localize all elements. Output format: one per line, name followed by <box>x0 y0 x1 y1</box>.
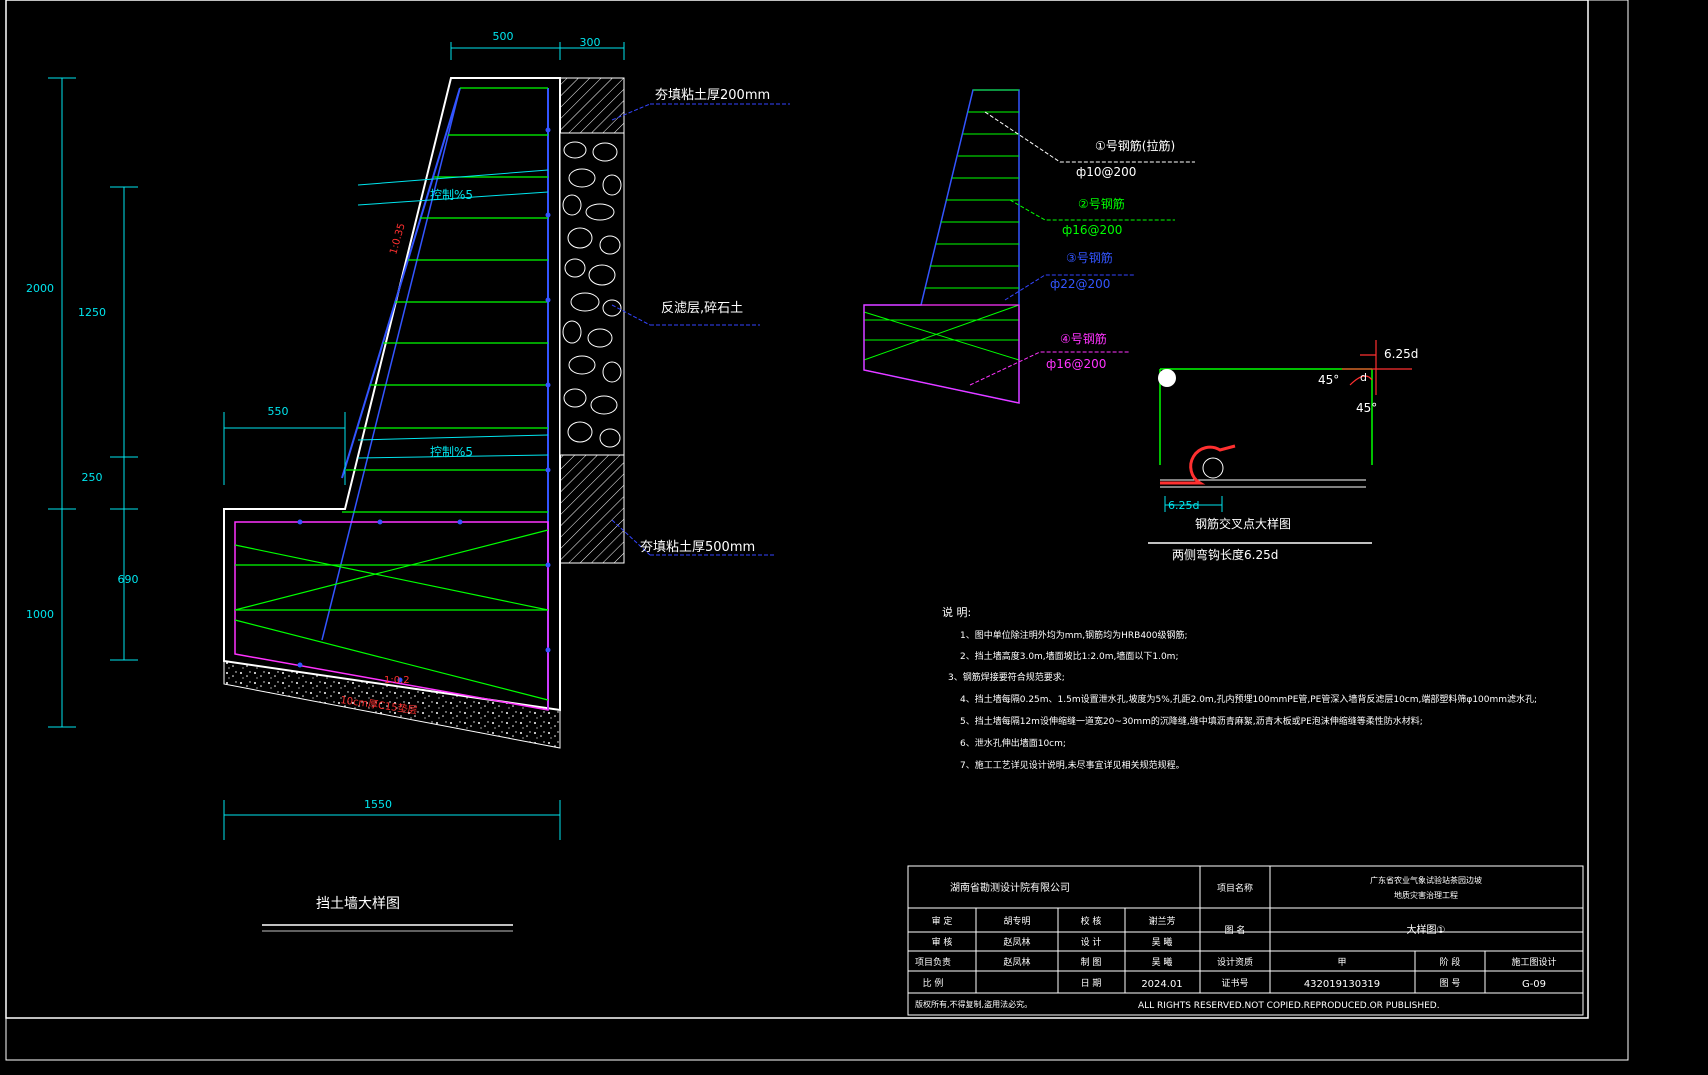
tb-cert-value: 432019130319 <box>1304 979 1380 990</box>
wall-detail-title: 挡土墙大样图 <box>316 896 400 912</box>
tb-r1-role-b: 校 核 <box>1081 915 1102 927</box>
rebar-outer-face <box>341 87 461 479</box>
tb-r2-role-b: 设 计 <box>1081 936 1102 948</box>
bar3-name: ③号钢筋 <box>1066 250 1113 265</box>
label-leaders <box>611 103 790 556</box>
hook-curve <box>1160 444 1236 485</box>
note-item-3: 3、钢筋焊接要符合规范要求; <box>948 671 1065 683</box>
tb-r1-name-a: 胡专明 <box>1003 915 1030 927</box>
joint-angle-b: 45° <box>1356 401 1377 415</box>
rebar-stem-outline <box>863 89 1020 404</box>
joint-detail: 6.25d 6.25d d 45° 45° 钢筋交叉点大样图 两侧弯钩长度6.2… <box>1148 340 1418 562</box>
dim-550: 550 <box>268 405 289 418</box>
tb-r3-role-b: 制 图 <box>1081 956 1102 968</box>
bar4-name: ④号钢筋 <box>1060 331 1107 346</box>
label-batter: 1:0.35 <box>388 222 407 256</box>
dim-250: 250 <box>82 471 103 484</box>
note-item-6: 6、泄水孔伸出墙面10cm; <box>960 737 1066 749</box>
label-slope-lower: 控制%5 <box>430 445 473 459</box>
notes-heading: 说 明: <box>942 605 971 619</box>
filter-stones <box>562 141 622 448</box>
tb-no-label: 图 号 <box>1440 978 1461 989</box>
tb-r4-role-a: 比 例 <box>923 977 944 989</box>
tb-r2-name-b: 吴 曦 <box>1152 936 1173 948</box>
rebar-base-stirrup <box>863 304 1020 404</box>
rebar-diagonal <box>321 87 461 641</box>
bar2-spec: ф16@200 <box>1062 223 1122 237</box>
tb-qual-value: 甲 <box>1337 957 1346 968</box>
dim-500: 500 <box>493 30 514 43</box>
tb-project-name-2: 地质灾害治理工程 <box>1394 890 1458 900</box>
note-item-1: 1、图中单位除注明外均为mm,钢筋均为HRB400级钢筋; <box>960 629 1188 641</box>
bar1-spec: ф10@200 <box>1076 165 1136 179</box>
tb-drawing-name: 大样图① <box>1407 923 1446 936</box>
tb-r4-role-b: 日 期 <box>1081 978 1102 989</box>
tb-cert-label: 证书号 <box>1221 978 1248 989</box>
dim-2000: 2000 <box>26 282 54 295</box>
label-slope-upper: 控制%5 <box>430 188 473 202</box>
dim-300: 300 <box>580 36 601 49</box>
bar3-spec: ф22@200 <box>1050 277 1110 291</box>
joint-dim-d: d <box>1360 371 1367 384</box>
clay-layer-bottom <box>559 454 625 564</box>
note-item-7: 7、施工工艺详见设计说明,未尽事宜详见相关规范规程。 <box>960 759 1185 771</box>
rebar-leaders <box>969 111 1195 386</box>
bar1-name: ①号钢筋(拉筋) <box>1095 138 1175 153</box>
label-clay-bottom: 夯填粘土厚500mm <box>640 540 755 555</box>
note-item-2: 2、挡土墙高度3.0m,墙面坡比1:2.0m,墙面以下1.0m; <box>960 650 1178 662</box>
dim-1000: 1000 <box>26 608 54 621</box>
tb-stage-value: 施工图设计 <box>1511 956 1556 968</box>
tb-drawing-name-label: 图 名 <box>1225 924 1246 936</box>
tb-footer-en: ALL RIGHTS RESERVED.NOT COPIED.REPRODUCE… <box>1138 1001 1440 1011</box>
dimension-lines <box>48 42 625 840</box>
design-notes: 说 明: 1、图中单位除注明外均为mm,钢筋均为HRB400级钢筋; 2、挡土墙… <box>942 605 1537 771</box>
tb-company: 湖南省勘测设计院有限公司 <box>950 881 1070 894</box>
drawing-frame <box>5 0 1629 1061</box>
tb-no-value: G-09 <box>1522 979 1546 990</box>
rebar-stem-ties <box>863 89 1020 361</box>
label-filter-layer: 反滤层,碎石土 <box>661 301 743 316</box>
tb-project-label: 项目名称 <box>1217 882 1253 894</box>
title-block: 湖南省勘测设计院有限公司 项目名称 广东省农业气象试验站茶园边坡 地质灾害治理工… <box>907 865 1584 1016</box>
tb-footer-cn: 版权所有,不得复制,盗用法必究。 <box>915 999 1032 1009</box>
joint-angle-a: 45° <box>1318 373 1339 387</box>
clay-layer-top <box>559 77 625 134</box>
rebar-diagram: ①号钢筋(拉筋) ф10@200 ②号钢筋 ф16@200 ③号钢筋 ф22@2… <box>863 89 1195 404</box>
dim-690: 690 <box>118 573 139 586</box>
bar2-name: ②号钢筋 <box>1078 196 1125 211</box>
label-base-slope: 1:0.2 <box>384 675 410 686</box>
joint-detail-subtitle: 两侧弯钩长度6.25d <box>1172 547 1278 562</box>
rebar-dots <box>297 127 551 683</box>
tb-r1-role-a: 审 定 <box>932 915 953 927</box>
label-clay-top: 夯填粘土厚200mm <box>655 88 770 103</box>
note-item-4: 4、挡土墙每隔0.25m、1.5m设置泄水孔,坡度为5%,孔距2.0m,孔内预埋… <box>960 693 1537 705</box>
joint-dim-625d-b: 6.25d <box>1168 499 1199 512</box>
bar4-spec: ф16@200 <box>1046 357 1106 371</box>
base-bars <box>234 529 549 701</box>
tb-project-name-1: 广东省农业气象试验站茶园边坡 <box>1370 875 1482 885</box>
joint-dim-625d-a: 6.25d <box>1384 347 1418 361</box>
tb-r3-role-a: 项目负责 <box>915 956 951 968</box>
joint-bar-section <box>1158 369 1176 387</box>
retaining-wall-section: 500 300 2000 1250 250 1000 690 550 1550 … <box>26 30 790 932</box>
drain-pipe-lines <box>357 169 549 459</box>
tb-r3-name-b: 吴 曦 <box>1152 956 1173 968</box>
tb-date: 2024.01 <box>1141 979 1182 990</box>
joint-detail-title: 钢筋交叉点大样图 <box>1195 516 1291 531</box>
tb-r3-name-a: 赵凤林 <box>1003 956 1030 968</box>
tb-qual-label: 设计资质 <box>1217 956 1253 968</box>
tb-r2-name-a: 赵凤林 <box>1003 936 1030 948</box>
tb-r2-role-a: 审 核 <box>932 936 953 948</box>
dim-1550: 1550 <box>364 798 392 811</box>
tb-stage-label: 阶 段 <box>1440 956 1461 968</box>
tb-r1-name-b: 谢兰芳 <box>1148 915 1175 927</box>
note-item-5: 5、挡土墙每隔12m设伸缩缝一道宽20~30mm的沉降缝,缝中填沥青麻絮,沥青木… <box>960 715 1423 727</box>
dim-1250: 1250 <box>78 306 106 319</box>
horizontal-ties <box>342 87 548 513</box>
